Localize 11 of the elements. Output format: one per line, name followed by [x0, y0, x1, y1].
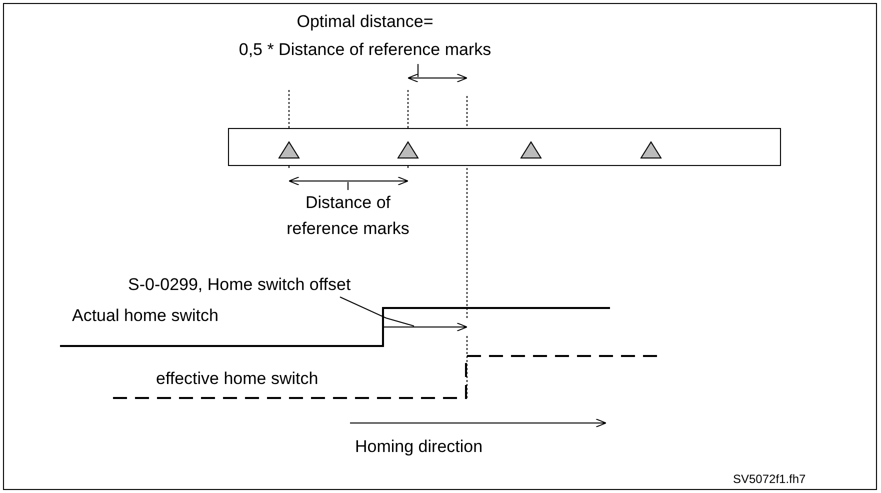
- dimension-arrow: [408, 74, 468, 82]
- dimension-arrow: [288, 176, 408, 186]
- signal-label: effective home switch: [156, 368, 318, 390]
- file-name: SV5072f1.fh7: [733, 471, 806, 488]
- dimension-arrow: [382, 322, 468, 332]
- leader-line: [340, 296, 414, 326]
- annotation-text: Distance of reference marks: [278, 190, 418, 242]
- signal-label: Actual home switch: [72, 305, 218, 327]
- direction-label: Homing direction: [355, 436, 483, 458]
- annotation-text: Optimal distance= 0,5 * Distance of reference marks: [215, 8, 515, 64]
- annotation-text: S-0-0299, Home switch offset: [128, 272, 368, 298]
